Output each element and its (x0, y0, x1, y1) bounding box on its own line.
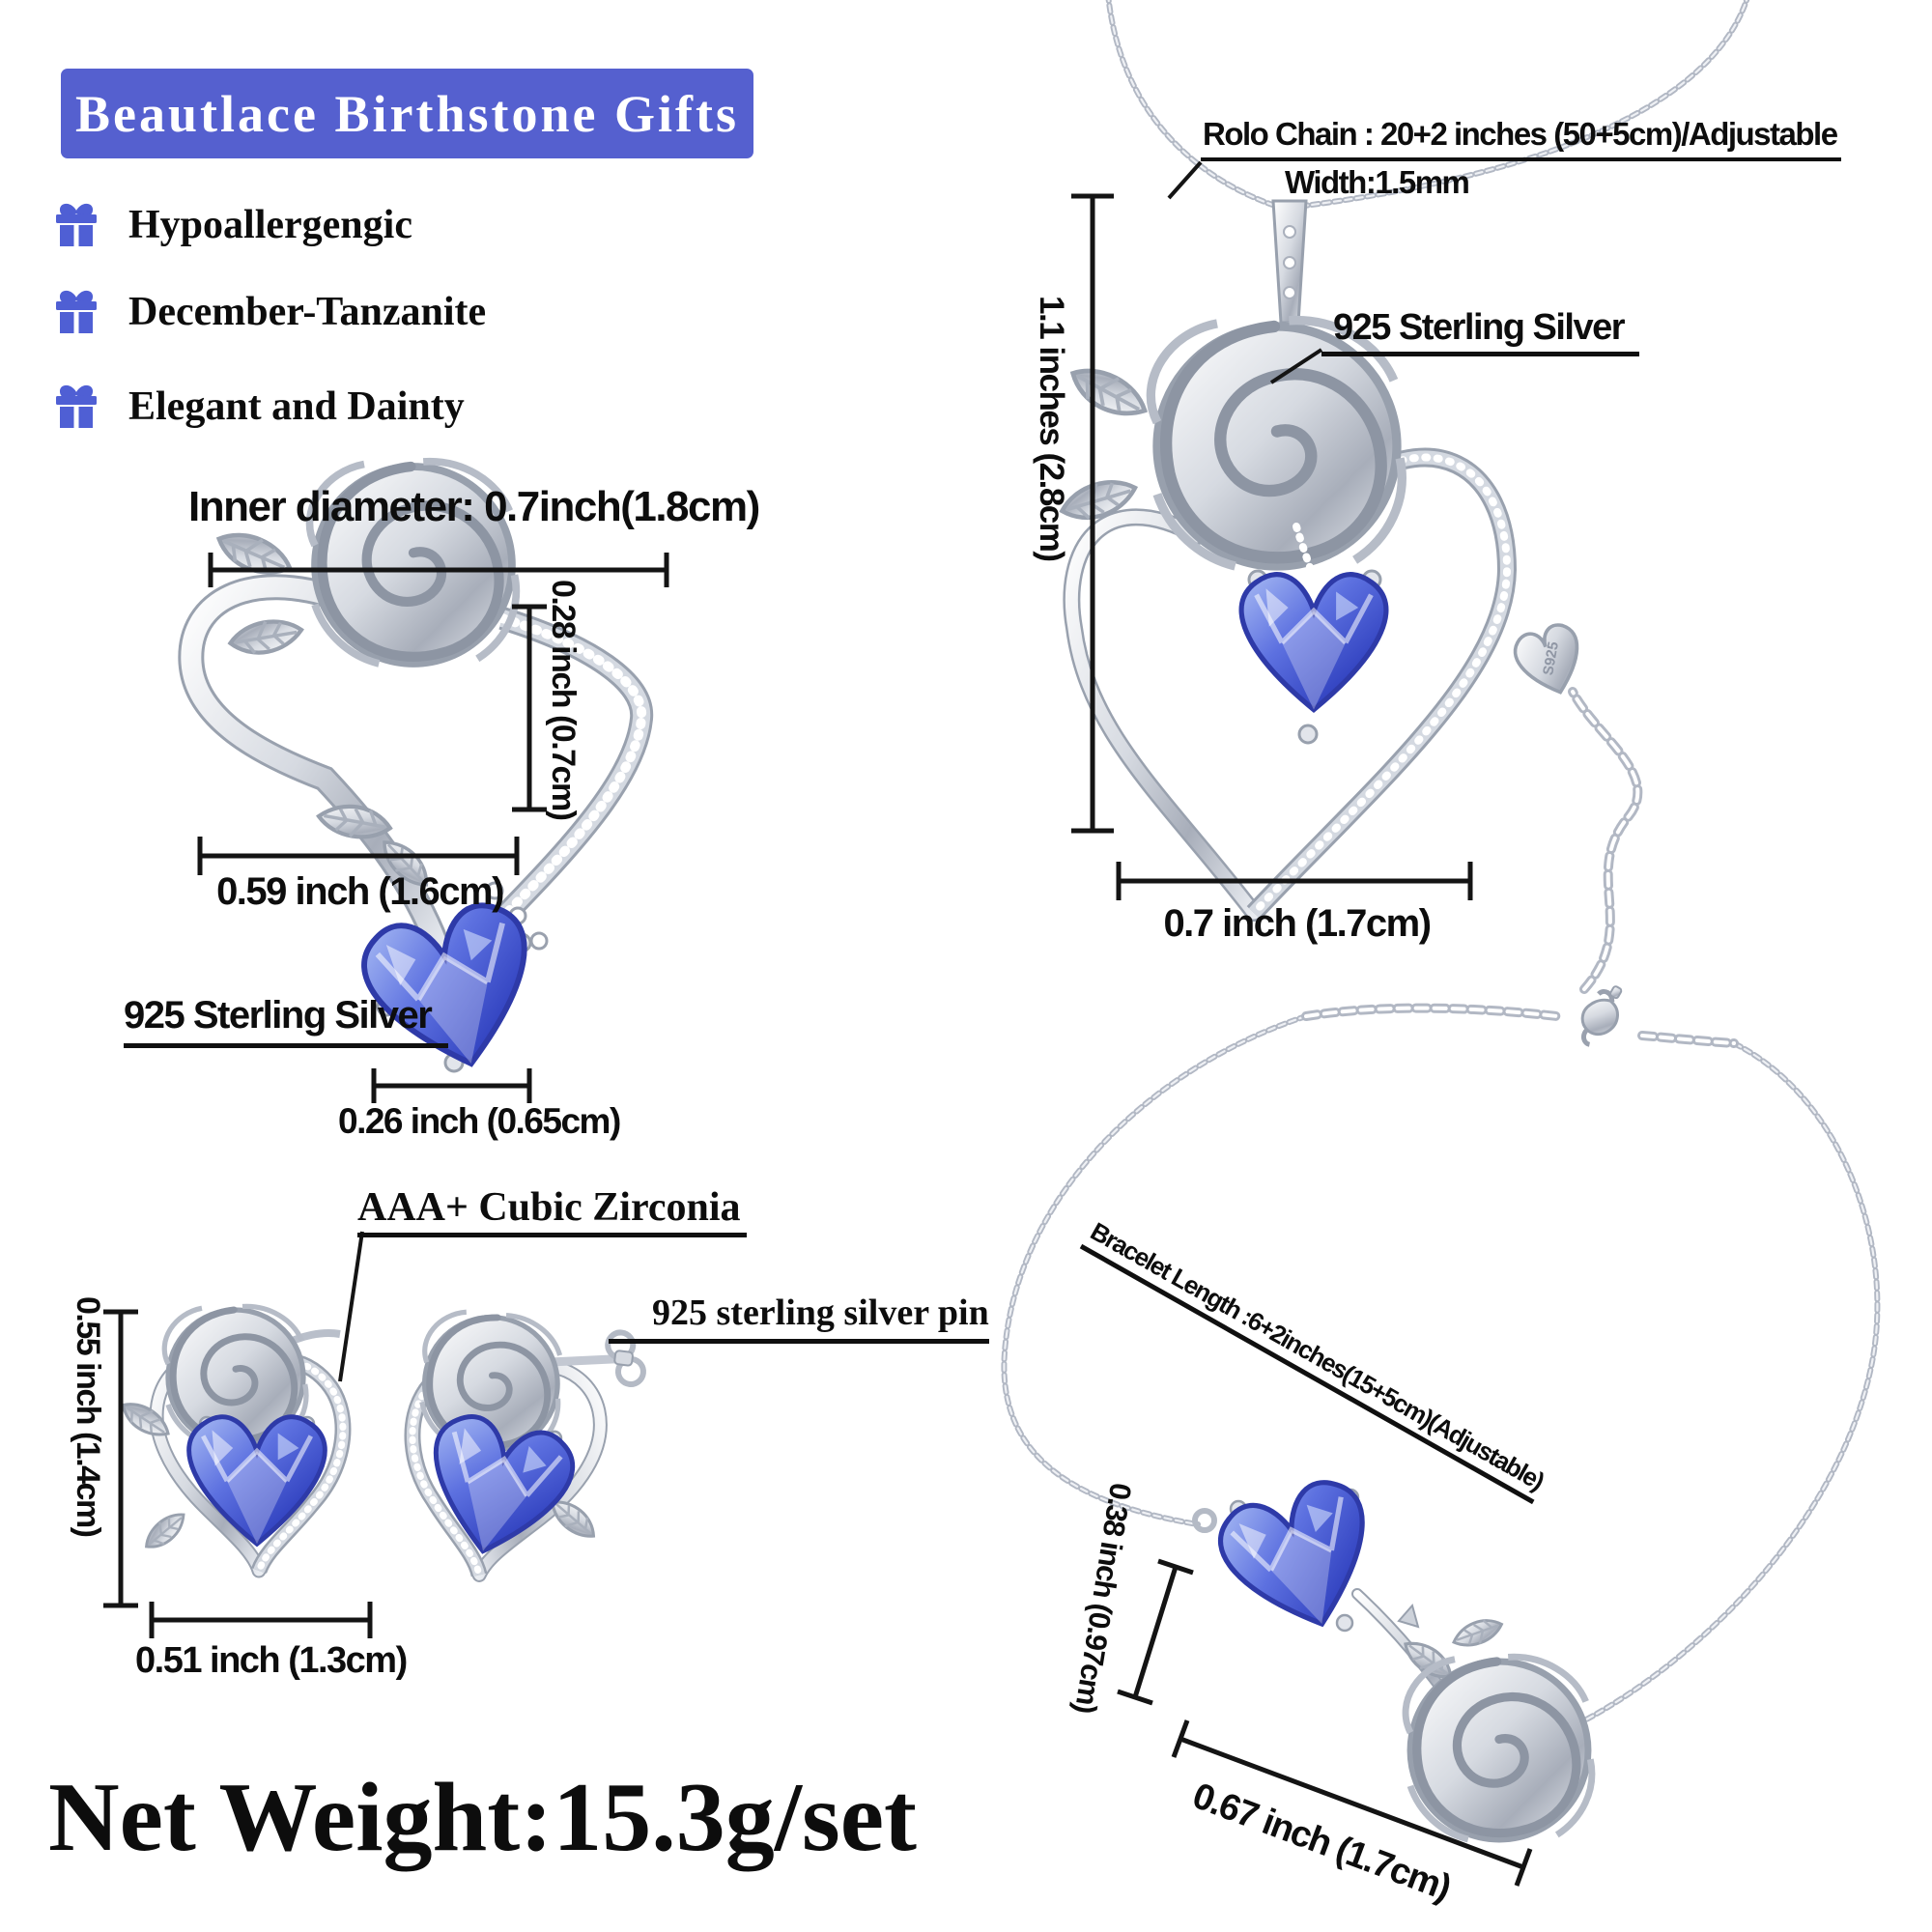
bracelet-gem-height-dimline (1117, 1558, 1194, 1706)
earrings-cz-label: AAA+ Cubic Zirconia (357, 1186, 747, 1238)
ring-setting-height-dimline (512, 604, 547, 812)
earring-butterfly-back (605, 1329, 646, 1387)
earrings-pin-label: 925 sterling silver pin (609, 1293, 989, 1344)
feature-item: Elegant and Dainty (53, 378, 465, 436)
gift-icon (55, 203, 98, 247)
leader-lines (338, 160, 1323, 1382)
ring-inner-diameter-dimline (208, 553, 669, 587)
necklace-chain-width-label: Width:1.5mm (1285, 164, 1470, 200)
ring-leaf-icon (228, 617, 303, 657)
earrings-height-label: 0.55 inch (1.4cm) (70, 1296, 106, 1537)
ring-gem-width-dimline (371, 1068, 532, 1103)
feature-item: Hypoallergengic (53, 196, 412, 254)
earrings-width-label: 0.51 inch (1.3cm) (135, 1640, 408, 1681)
gift-icon (55, 384, 98, 429)
feature-item: December-Tanzanite (53, 283, 486, 341)
ring-band-width-label: 0.59 inch (1.6cm) (216, 870, 504, 913)
bracelet-leaf-icon (1448, 1613, 1507, 1653)
feature-label: December-Tanzanite (128, 290, 487, 334)
net-weight-label: Net Weight:15.3g/set (48, 1763, 917, 1872)
bracelet-image: S925 (1001, 623, 1881, 1839)
necklace-pendant-width-label: 0.7 inch (1.7cm) (1163, 902, 1432, 945)
ring-material-label: 925 Sterling Silver (124, 995, 449, 1048)
banner-title: Beautlace Birthstone Gifts (75, 84, 739, 143)
ring-setting-height-label: 0.28 inch (0.7cm) (545, 580, 582, 820)
bracelet-gem-width-dimline (1171, 1719, 1533, 1887)
earring-width-dimline (149, 1602, 373, 1638)
earring-right-image (396, 1305, 646, 1591)
earring-height-dimline (103, 1309, 138, 1608)
ring-heading: Inner diameter: 0.7inch(1.8cm) (188, 483, 760, 530)
pendant-gem (1241, 575, 1386, 710)
necklace-material-label: 925 Sterling Silver (1321, 308, 1639, 356)
pendant-rose-icon (1151, 321, 1402, 566)
necklace-pendant-height-label: 1.1 inches (2.8cm) (1033, 296, 1070, 561)
earring-left-image (115, 1306, 342, 1571)
pendant-width-dimline (1116, 862, 1473, 900)
banner: Beautlace Birthstone Gifts (61, 69, 753, 158)
s925-tag: S925 (1513, 623, 1579, 695)
bracelet-gem (1211, 1473, 1391, 1646)
necklace-image (1058, 0, 1750, 913)
pendant-height-dimline (1071, 193, 1114, 834)
feature-label: Elegant and Dainty (128, 384, 465, 429)
ring-image (178, 462, 641, 1084)
necklace-chain-label: Rolo Chain : 20+2 inches (50+5cm)/Adjust… (1201, 117, 1841, 161)
earring-leaf-icon (138, 1506, 192, 1556)
s925-tag-text: S925 (1540, 640, 1562, 676)
ring-gem (355, 896, 550, 1083)
ring-gem-width-label: 0.26 inch (0.65cm) (338, 1101, 621, 1141)
pendant-leaf-icon (1065, 357, 1152, 427)
ring-band-width-dimline (197, 837, 520, 875)
gift-icon (55, 290, 98, 334)
feature-label: Hypoallergengic (128, 203, 412, 247)
